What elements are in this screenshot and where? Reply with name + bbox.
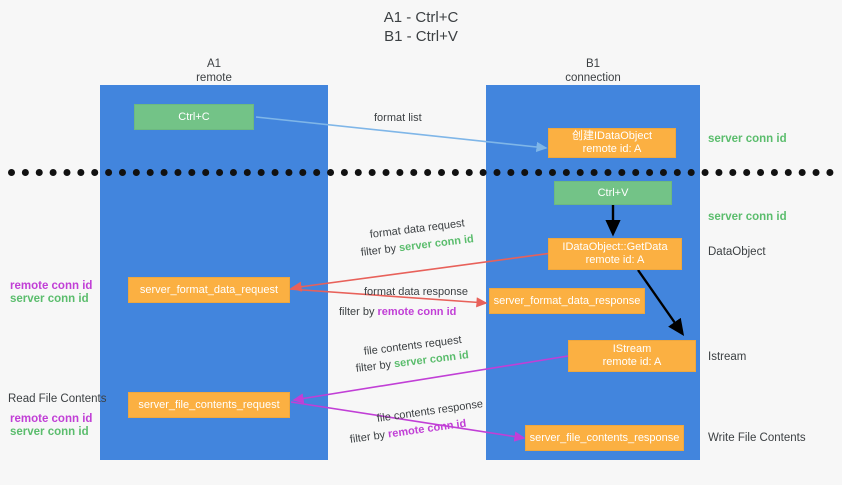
node-server-format-data-request-label: server_format_data_request bbox=[139, 283, 279, 296]
node-server-file-contents-request[interactable]: server_file_contents_request bbox=[128, 392, 290, 418]
right-label-write-file-contents: Write File Contents bbox=[708, 432, 806, 444]
phase-divider bbox=[8, 169, 834, 176]
filter-by-prefix-1: filter by bbox=[360, 242, 400, 259]
right-label-istream: Istream bbox=[708, 351, 747, 363]
diagram-title: A1 - Ctrl+C B1 - Ctrl+V bbox=[0, 8, 842, 46]
node-idataobject-getdata[interactable]: IDataObject::GetData remote id: A bbox=[548, 238, 682, 270]
title-line-2: B1 - Ctrl+V bbox=[384, 28, 458, 45]
right-label-dataobject: DataObject bbox=[708, 246, 766, 258]
node-ctrl-v-label: Ctrl+V bbox=[597, 186, 629, 199]
right-label-server-conn-id-1: server conn id bbox=[708, 133, 787, 145]
node-ctrl-c[interactable]: Ctrl+C bbox=[134, 104, 254, 130]
node-server-file-contents-response-label: server_file_contents_response bbox=[529, 431, 680, 444]
node-server-format-data-request[interactable]: server_format_data_request bbox=[128, 277, 290, 303]
left-label-server-conn-id-1: server conn id bbox=[10, 293, 89, 305]
filter-by-prefix-4: filter by bbox=[349, 428, 389, 446]
lane-header-a1: A1 remote bbox=[130, 58, 298, 85]
lane-header-b1-name: B1 bbox=[585, 58, 601, 70]
node-ctrl-v[interactable]: Ctrl+V bbox=[554, 181, 672, 205]
filter-by-prefix-2: filter by bbox=[339, 306, 378, 318]
edge-label-filter-by-remote-conn-id-1: filter by remote conn id bbox=[339, 305, 456, 319]
node-server-format-data-response[interactable]: server_format_data_response bbox=[489, 288, 645, 314]
node-istream[interactable]: IStream remote id: A bbox=[568, 340, 696, 372]
right-label-server-conn-id-2: server conn id bbox=[708, 211, 787, 223]
edge-label-format-data-response: format data response bbox=[364, 286, 468, 298]
node-server-format-data-response-label: server_format_data_response bbox=[493, 294, 641, 307]
title-line-1: A1 - Ctrl+C bbox=[383, 9, 459, 26]
node-create-idataobject-line1: 创建IDataObject bbox=[571, 130, 653, 142]
node-idataobject-getdata-line2: remote id: A bbox=[585, 254, 645, 266]
filter-by-value-2: remote conn id bbox=[377, 306, 457, 318]
node-istream-line2: remote id: A bbox=[602, 356, 662, 368]
node-server-file-contents-response[interactable]: server_file_contents_response bbox=[525, 425, 684, 451]
left-label-read-file-contents: Read File Contents bbox=[8, 393, 107, 405]
node-istream-line1: IStream bbox=[612, 343, 652, 355]
node-server-file-contents-request-label: server_file_contents_request bbox=[138, 398, 280, 411]
lane-header-b1: B1 connection bbox=[520, 58, 666, 85]
filter-by-prefix-3: filter by bbox=[355, 358, 395, 375]
node-create-idataobject-line2: remote id: A bbox=[582, 143, 642, 155]
left-label-remote-conn-id-1: remote conn id bbox=[10, 280, 93, 292]
node-ctrl-c-label: Ctrl+C bbox=[178, 110, 210, 123]
left-label-remote-conn-id-2: remote conn id bbox=[10, 413, 93, 425]
lane-header-a1-name: A1 bbox=[206, 58, 222, 70]
node-create-idataobject[interactable]: 创建IDataObject remote id: A bbox=[548, 128, 676, 158]
lane-header-a1-sub: remote bbox=[196, 71, 232, 84]
lane-header-b1-sub: connection bbox=[565, 71, 621, 84]
edge-label-format-list: format list bbox=[374, 112, 422, 124]
left-label-server-conn-id-2: server conn id bbox=[10, 426, 89, 438]
node-idataobject-getdata-line1: IDataObject::GetData bbox=[562, 241, 668, 253]
